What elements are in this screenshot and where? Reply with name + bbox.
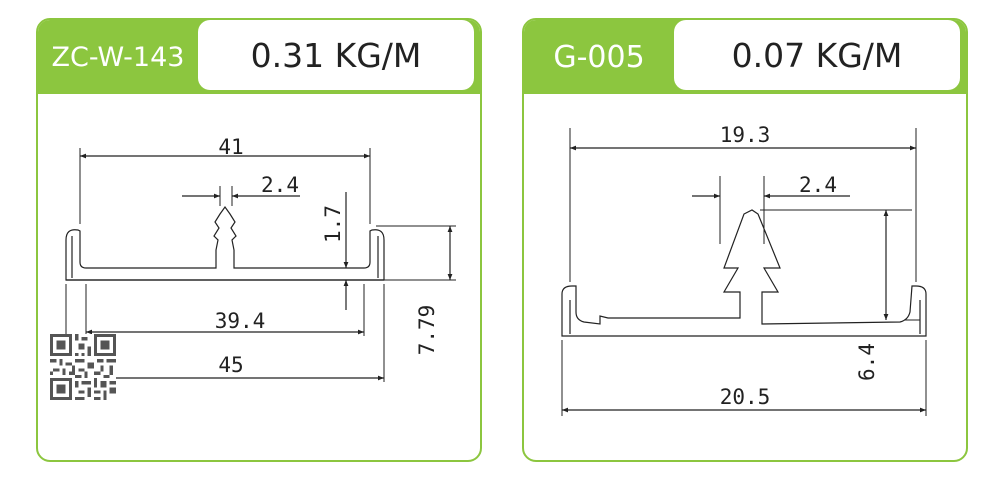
profile-code: G-005 bbox=[553, 39, 645, 75]
profile-drawing-zc-w-143 bbox=[65, 148, 456, 382]
card-header: ZC-W-143 0.31 KG/M bbox=[38, 20, 480, 94]
profile-outline bbox=[65, 205, 385, 281]
profile-outline bbox=[561, 209, 927, 337]
dim-slot-label: 2.4 bbox=[799, 173, 837, 197]
dim-top-label: 19.3 bbox=[720, 123, 771, 147]
dim-height-label: 6.4 bbox=[855, 343, 879, 381]
profile-drawing-g-005 bbox=[561, 128, 927, 416]
profile-weight: 0.31 KG/M bbox=[198, 20, 474, 90]
qr-code-icon bbox=[50, 334, 116, 400]
card-header: G-005 0.07 KG/M bbox=[524, 20, 966, 94]
dim-height-label: 7.79 bbox=[415, 305, 439, 356]
profile-weight: 0.07 KG/M bbox=[674, 20, 960, 90]
dim-slot-depth-label: 1.7 bbox=[321, 205, 345, 243]
profile-card-g-005: G-005 0.07 KG/M bbox=[522, 18, 968, 462]
dim-overall-label: 20.5 bbox=[720, 385, 771, 409]
profile-code: ZC-W-143 bbox=[51, 41, 185, 73]
dim-inner-label: 39.4 bbox=[215, 309, 266, 333]
dim-slot-label: 2.4 bbox=[261, 173, 299, 197]
dim-overall-label: 45 bbox=[218, 353, 243, 377]
dim-top-label: 41 bbox=[218, 135, 243, 159]
